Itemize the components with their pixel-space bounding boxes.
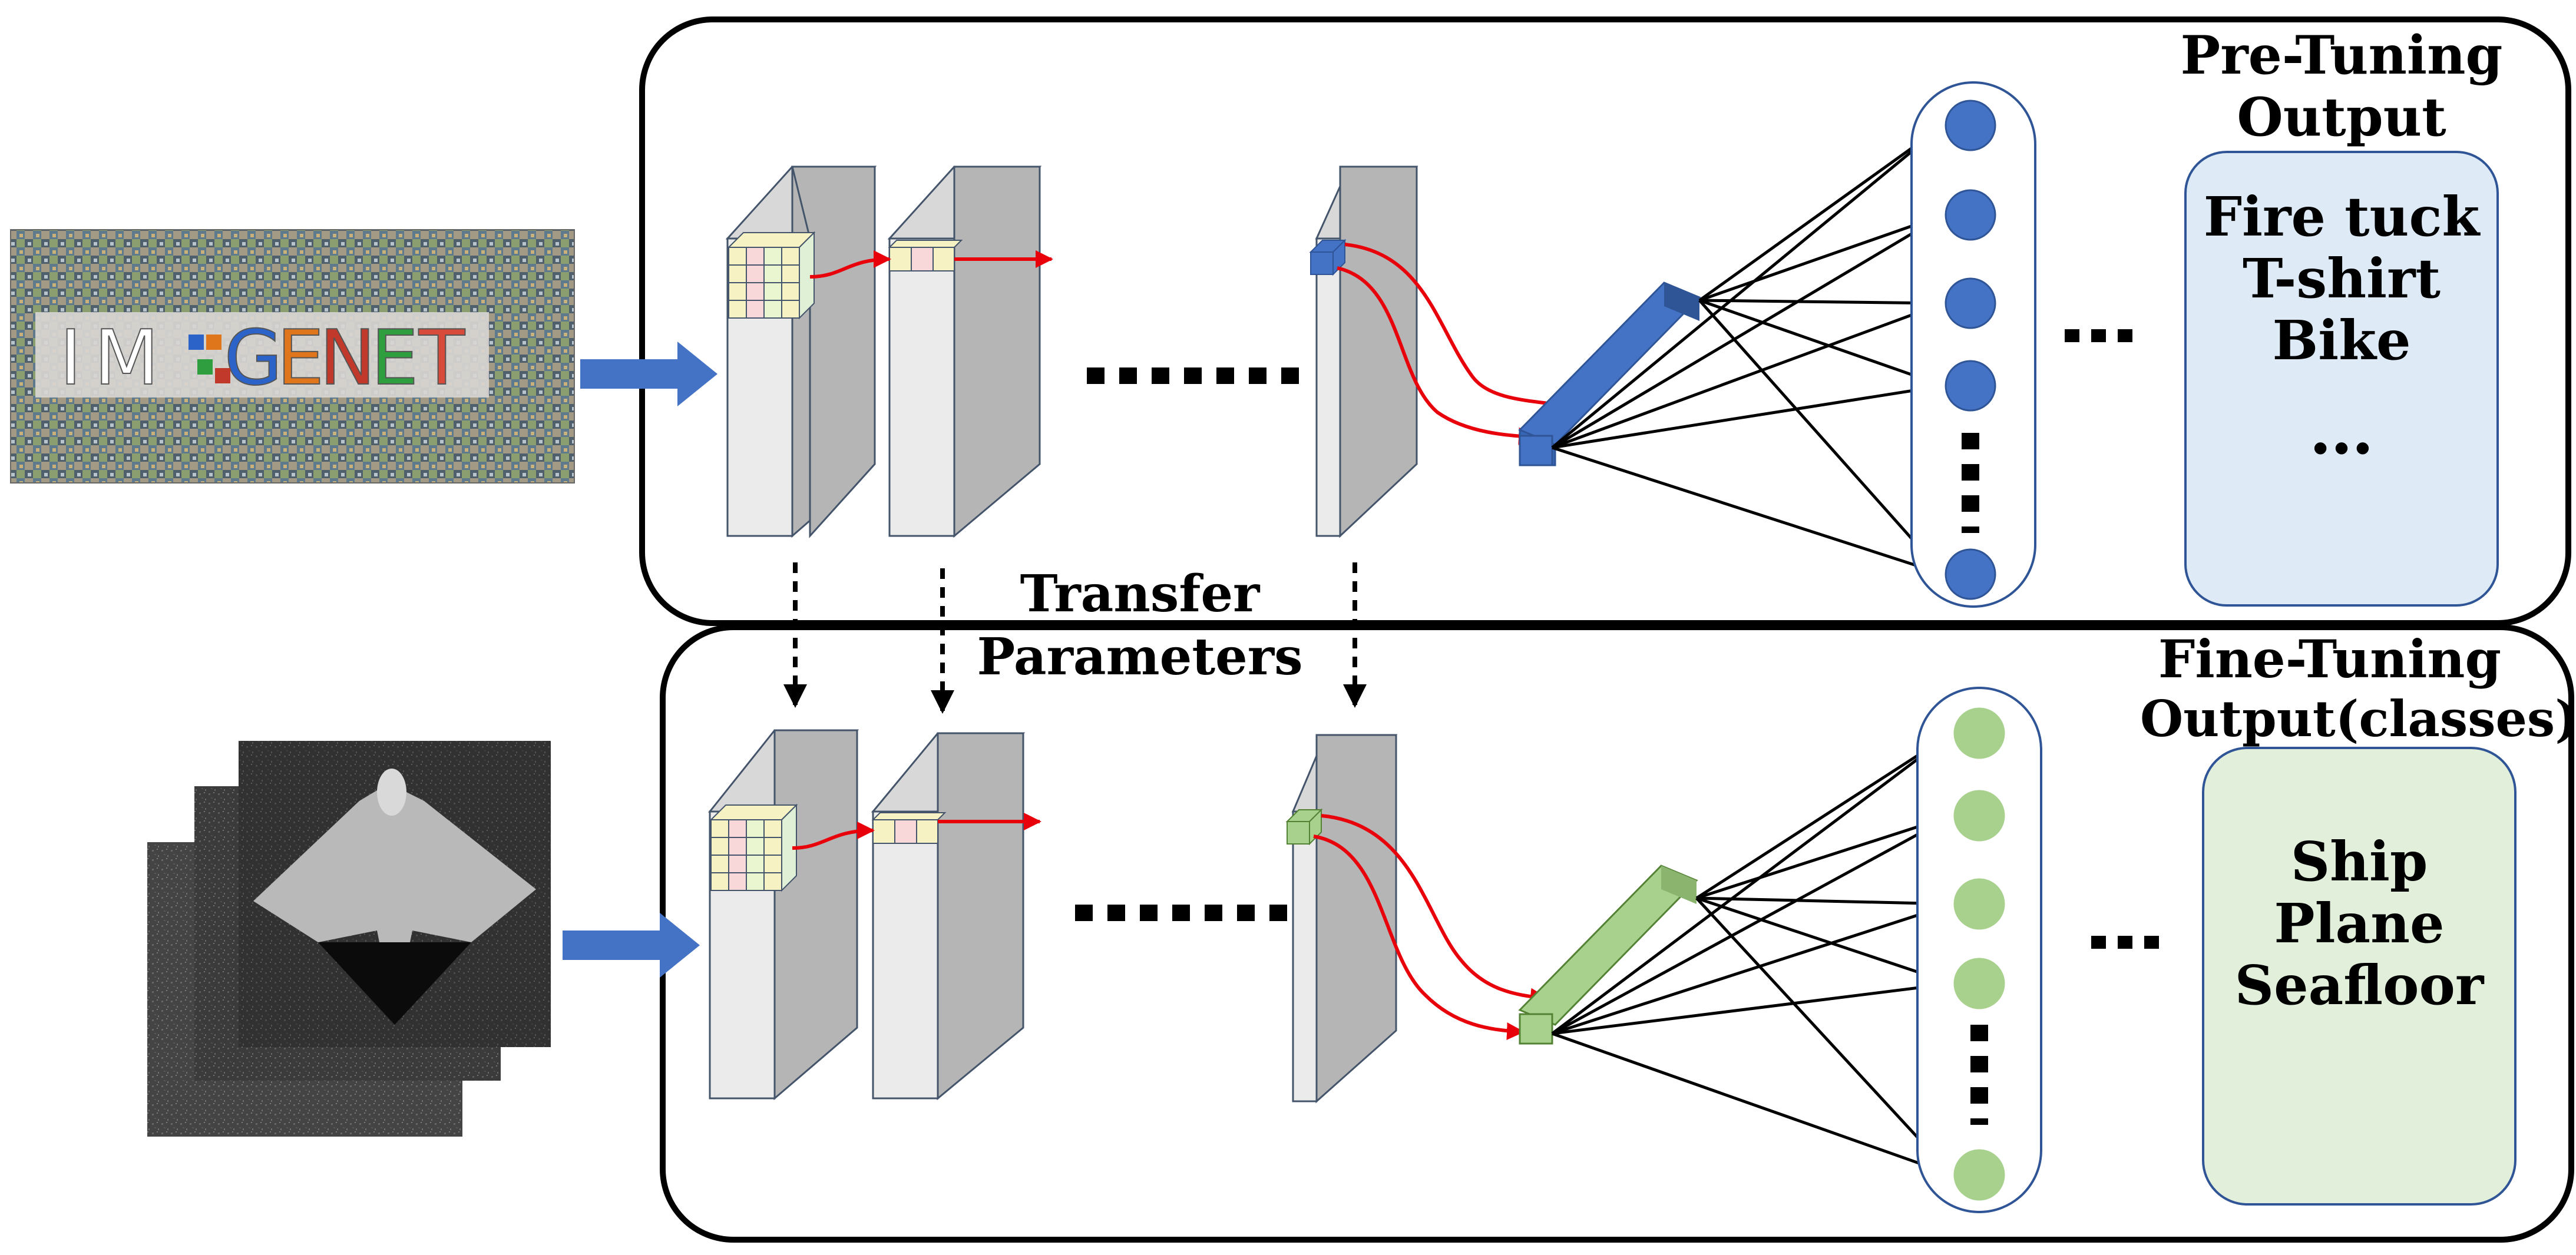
fc-connection xyxy=(1551,124,1945,449)
output-node xyxy=(1953,707,2005,759)
imagenet-logo-dot xyxy=(215,368,230,383)
output-node xyxy=(1945,277,1996,329)
finetuning-class-2: Seafloor xyxy=(2235,953,2485,1017)
imagenet-letter: T xyxy=(418,314,465,402)
fc-connection xyxy=(1552,301,1945,449)
imagenet-logo-dot xyxy=(197,359,213,375)
imagenet-letter: N xyxy=(319,314,376,402)
finetuning-connections xyxy=(1551,731,1954,1178)
fc-connection xyxy=(1552,446,1945,577)
output-node xyxy=(1953,1149,2005,1201)
fc-connection xyxy=(1699,296,1945,311)
pretuning-network xyxy=(725,165,1701,538)
sonar-input-images xyxy=(147,741,551,1137)
imagenet-letter: G xyxy=(224,314,282,402)
pretuning-class-ellipsis: … xyxy=(2309,393,2374,469)
pretuning-output-oval xyxy=(1910,81,2036,608)
pretuning-class-0: Fire tuck xyxy=(2204,185,2481,249)
finetuning-title-line1: Fine-Tuning xyxy=(2158,628,2501,690)
fc-connection xyxy=(1696,813,1954,900)
output-node xyxy=(1945,548,1996,600)
fc-connection xyxy=(1551,732,1953,1035)
output-node xyxy=(1945,100,1996,151)
imagenet-logo-dot xyxy=(189,335,204,350)
pretuning-connections xyxy=(1551,124,1945,577)
input-arrow-pretuning xyxy=(580,342,717,406)
fc-connection xyxy=(1551,814,1954,1035)
fc-connection xyxy=(1699,299,1945,389)
output-node xyxy=(1945,360,1996,412)
pretuning-class-2: Bike xyxy=(2273,309,2411,372)
output-node xyxy=(1953,878,2005,930)
imagenet-letter: I xyxy=(59,314,82,402)
imagenet-letter: M xyxy=(94,314,159,402)
pretuning-panel xyxy=(639,16,2571,626)
finetuning-output-oval xyxy=(1916,687,2042,1213)
transfer-label-line1: Transfer xyxy=(1020,564,1261,624)
fc-connection xyxy=(1698,124,1945,302)
imagenet-letter: E xyxy=(277,314,325,402)
imagenet-logo-dot xyxy=(206,335,221,350)
imagenet-letter: E xyxy=(371,314,419,402)
fc-connection xyxy=(1696,896,1954,911)
finetuning-class-box xyxy=(2202,747,2517,1206)
output-node xyxy=(1953,790,2005,842)
pretuning-title-line2: Output xyxy=(2237,86,2446,148)
input-arrow-finetuning xyxy=(563,913,700,978)
pretuning-class-box xyxy=(2184,151,2499,607)
pretuning-title-line1: Pre-Tuning xyxy=(2181,24,2503,87)
finetuning-class-1: Plane xyxy=(2274,892,2444,955)
fc-connection xyxy=(1552,978,1954,1035)
fc-connection xyxy=(1695,897,1953,1176)
finetuning-output-nodes xyxy=(1953,707,2005,1201)
finetuning-network xyxy=(707,729,1698,1104)
fc-connection xyxy=(1552,380,1945,449)
finetuning-title-line2: Output(classes) xyxy=(2140,690,2576,748)
pretuning-output-nodes xyxy=(1945,100,1996,600)
fc-connection xyxy=(1552,901,1954,1035)
output-node xyxy=(1953,958,2005,1009)
fc-connection xyxy=(1695,731,1954,900)
fc-connection xyxy=(1699,212,1945,302)
pretuning-class-1: T-shirt xyxy=(2243,247,2441,310)
transfer-label-line2: Parameters xyxy=(977,627,1303,687)
finetuning-class-0: Ship xyxy=(2291,830,2428,893)
fc-connection xyxy=(1551,213,1945,449)
output-node xyxy=(1945,189,1996,241)
fc-connection xyxy=(1552,1032,1954,1178)
fc-connection xyxy=(1698,299,1945,575)
fc-connection xyxy=(1696,896,1954,986)
